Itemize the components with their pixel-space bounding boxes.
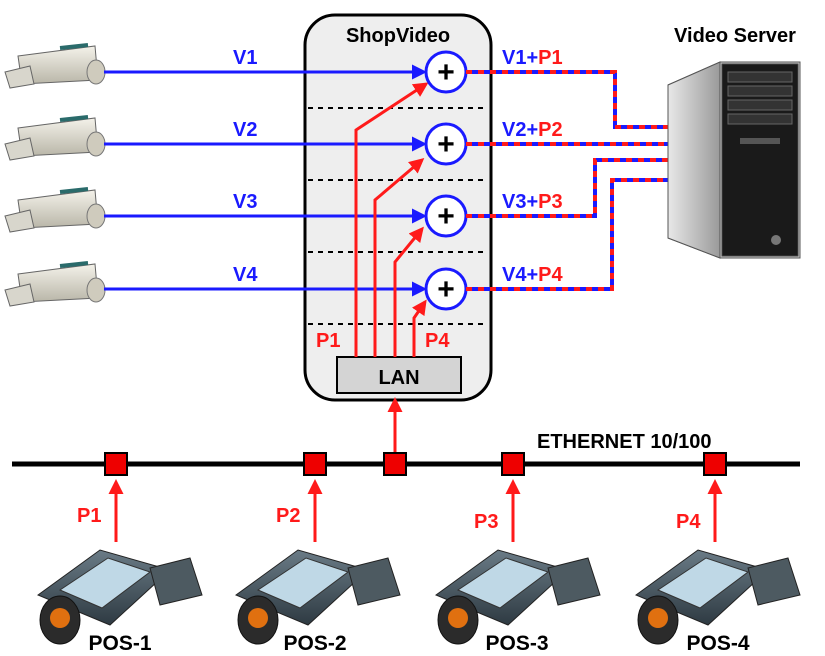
- inner-label-p1: P1: [316, 330, 340, 352]
- pos-name-3: POS-3: [485, 632, 548, 655]
- plus-sign: +: [437, 273, 455, 306]
- inner-line-p2: [373, 158, 425, 357]
- network-nodes: [104, 452, 727, 476]
- video-label-v3: V3: [233, 191, 257, 213]
- mixer-2: +: [424, 122, 468, 166]
- pos-terminal-4-icon: [634, 549, 801, 645]
- plus-sign: +: [437, 128, 455, 161]
- camera-1-icon: [4, 43, 106, 89]
- pos-label-p3: P3: [474, 511, 498, 533]
- combined-lines: [466, 70, 672, 291]
- inner-label-p4: P4: [425, 330, 450, 352]
- mixer-3: +: [424, 194, 468, 238]
- node-pos-1: [104, 452, 128, 476]
- mixer-1: +: [424, 50, 468, 94]
- node-lan: [383, 452, 407, 476]
- pos-name-4: POS-4: [686, 632, 749, 655]
- pos-name-2: POS-2: [283, 632, 346, 655]
- combined-label-1: V1+P1: [502, 47, 563, 69]
- lan-label: LAN: [378, 367, 419, 389]
- camera-3-icon: [4, 187, 106, 233]
- plus-sign: +: [437, 56, 455, 89]
- data-lines-inner: [354, 82, 429, 357]
- camera-4-icon: [4, 261, 106, 307]
- lan-block: [336, 356, 462, 394]
- inner-line-p3: [393, 226, 424, 357]
- mixer-4: +: [424, 267, 468, 311]
- pos-label-p1: P1: [77, 505, 101, 527]
- plus-sign: +: [437, 200, 455, 233]
- combined-label-3: V3+P3: [502, 191, 563, 213]
- pos-name-1: POS-1: [88, 632, 151, 655]
- pos-uplinks: [108, 479, 723, 542]
- video-server-icon: [667, 61, 801, 259]
- combined-label-4: V4+P4: [502, 264, 563, 286]
- video-lines: [104, 64, 427, 297]
- video-label-v2: V2: [233, 119, 257, 141]
- video-label-v1: V1: [233, 47, 257, 69]
- node-pos-3: [501, 452, 525, 476]
- combined-label-2: V2+P2: [502, 119, 563, 141]
- pos-terminal-2-icon: [234, 549, 401, 645]
- camera-2-icon: [4, 115, 106, 161]
- pos-label-p2: P2: [276, 505, 300, 527]
- pos-label-p4: P4: [676, 511, 701, 533]
- ethernet-label: ETHERNET 10/100: [537, 431, 712, 453]
- node-pos-2: [303, 452, 327, 476]
- pos-terminal-3-icon: [434, 549, 601, 645]
- inner-line-p1: [354, 82, 429, 357]
- shopvideo-title: ShopVideo: [346, 25, 450, 47]
- node-pos-4: [703, 452, 727, 476]
- video-label-v4: V4: [233, 264, 258, 286]
- pos-terminal-1-icon: [36, 549, 203, 645]
- server-title: Video Server: [674, 25, 796, 47]
- inner-line-p4: [412, 299, 427, 357]
